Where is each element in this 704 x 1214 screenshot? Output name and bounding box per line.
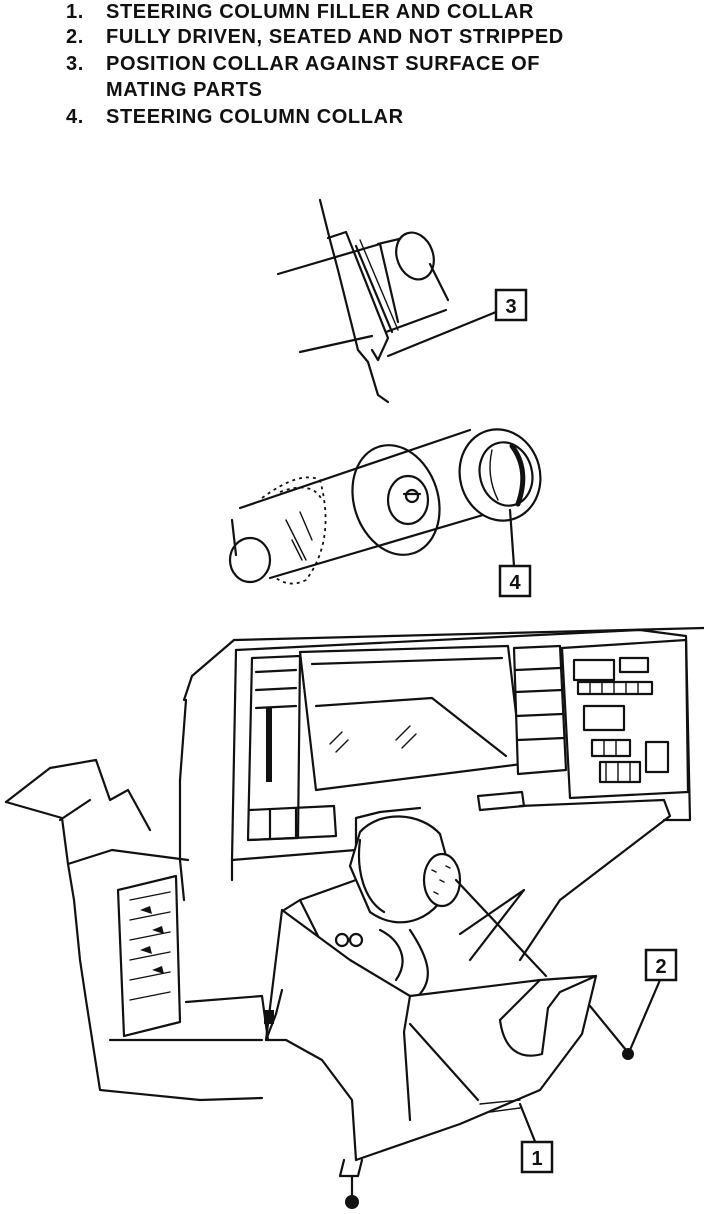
legend-text: MATING PARTS (106, 79, 263, 101)
legend-text: STEERING COLUMN FILLER AND COLLAR (106, 1, 534, 23)
callout-4-label: 4 (509, 572, 521, 594)
legend-text: FULLY DRIVEN, SEATED AND NOT STRIPPED (106, 26, 564, 48)
legend-text: STEERING COLUMN COLLAR (106, 106, 404, 128)
callout-2: 2 (644, 948, 678, 982)
detail-steering-column-collar: 4 (228, 428, 542, 598)
callout-1: 1 (520, 1140, 554, 1174)
callout-2-label: 2 (655, 956, 666, 978)
callout-3: 3 (494, 288, 528, 322)
callout-4: 4 (498, 564, 532, 598)
legend-number: 4. (66, 106, 84, 128)
legend-number: 1. (66, 1, 84, 23)
legend-number: 2. (66, 26, 84, 48)
callout-3-label: 3 (505, 296, 516, 318)
legend-number: 3. (66, 53, 84, 75)
detail-collar-mating-surface: 3 (276, 198, 528, 404)
callout-1-label: 1 (531, 1148, 542, 1170)
legend-text: POSITION COLLAR AGAINST SURFACE OF (106, 53, 541, 75)
detail-instrument-panel: 2 1 (4, 626, 704, 1209)
